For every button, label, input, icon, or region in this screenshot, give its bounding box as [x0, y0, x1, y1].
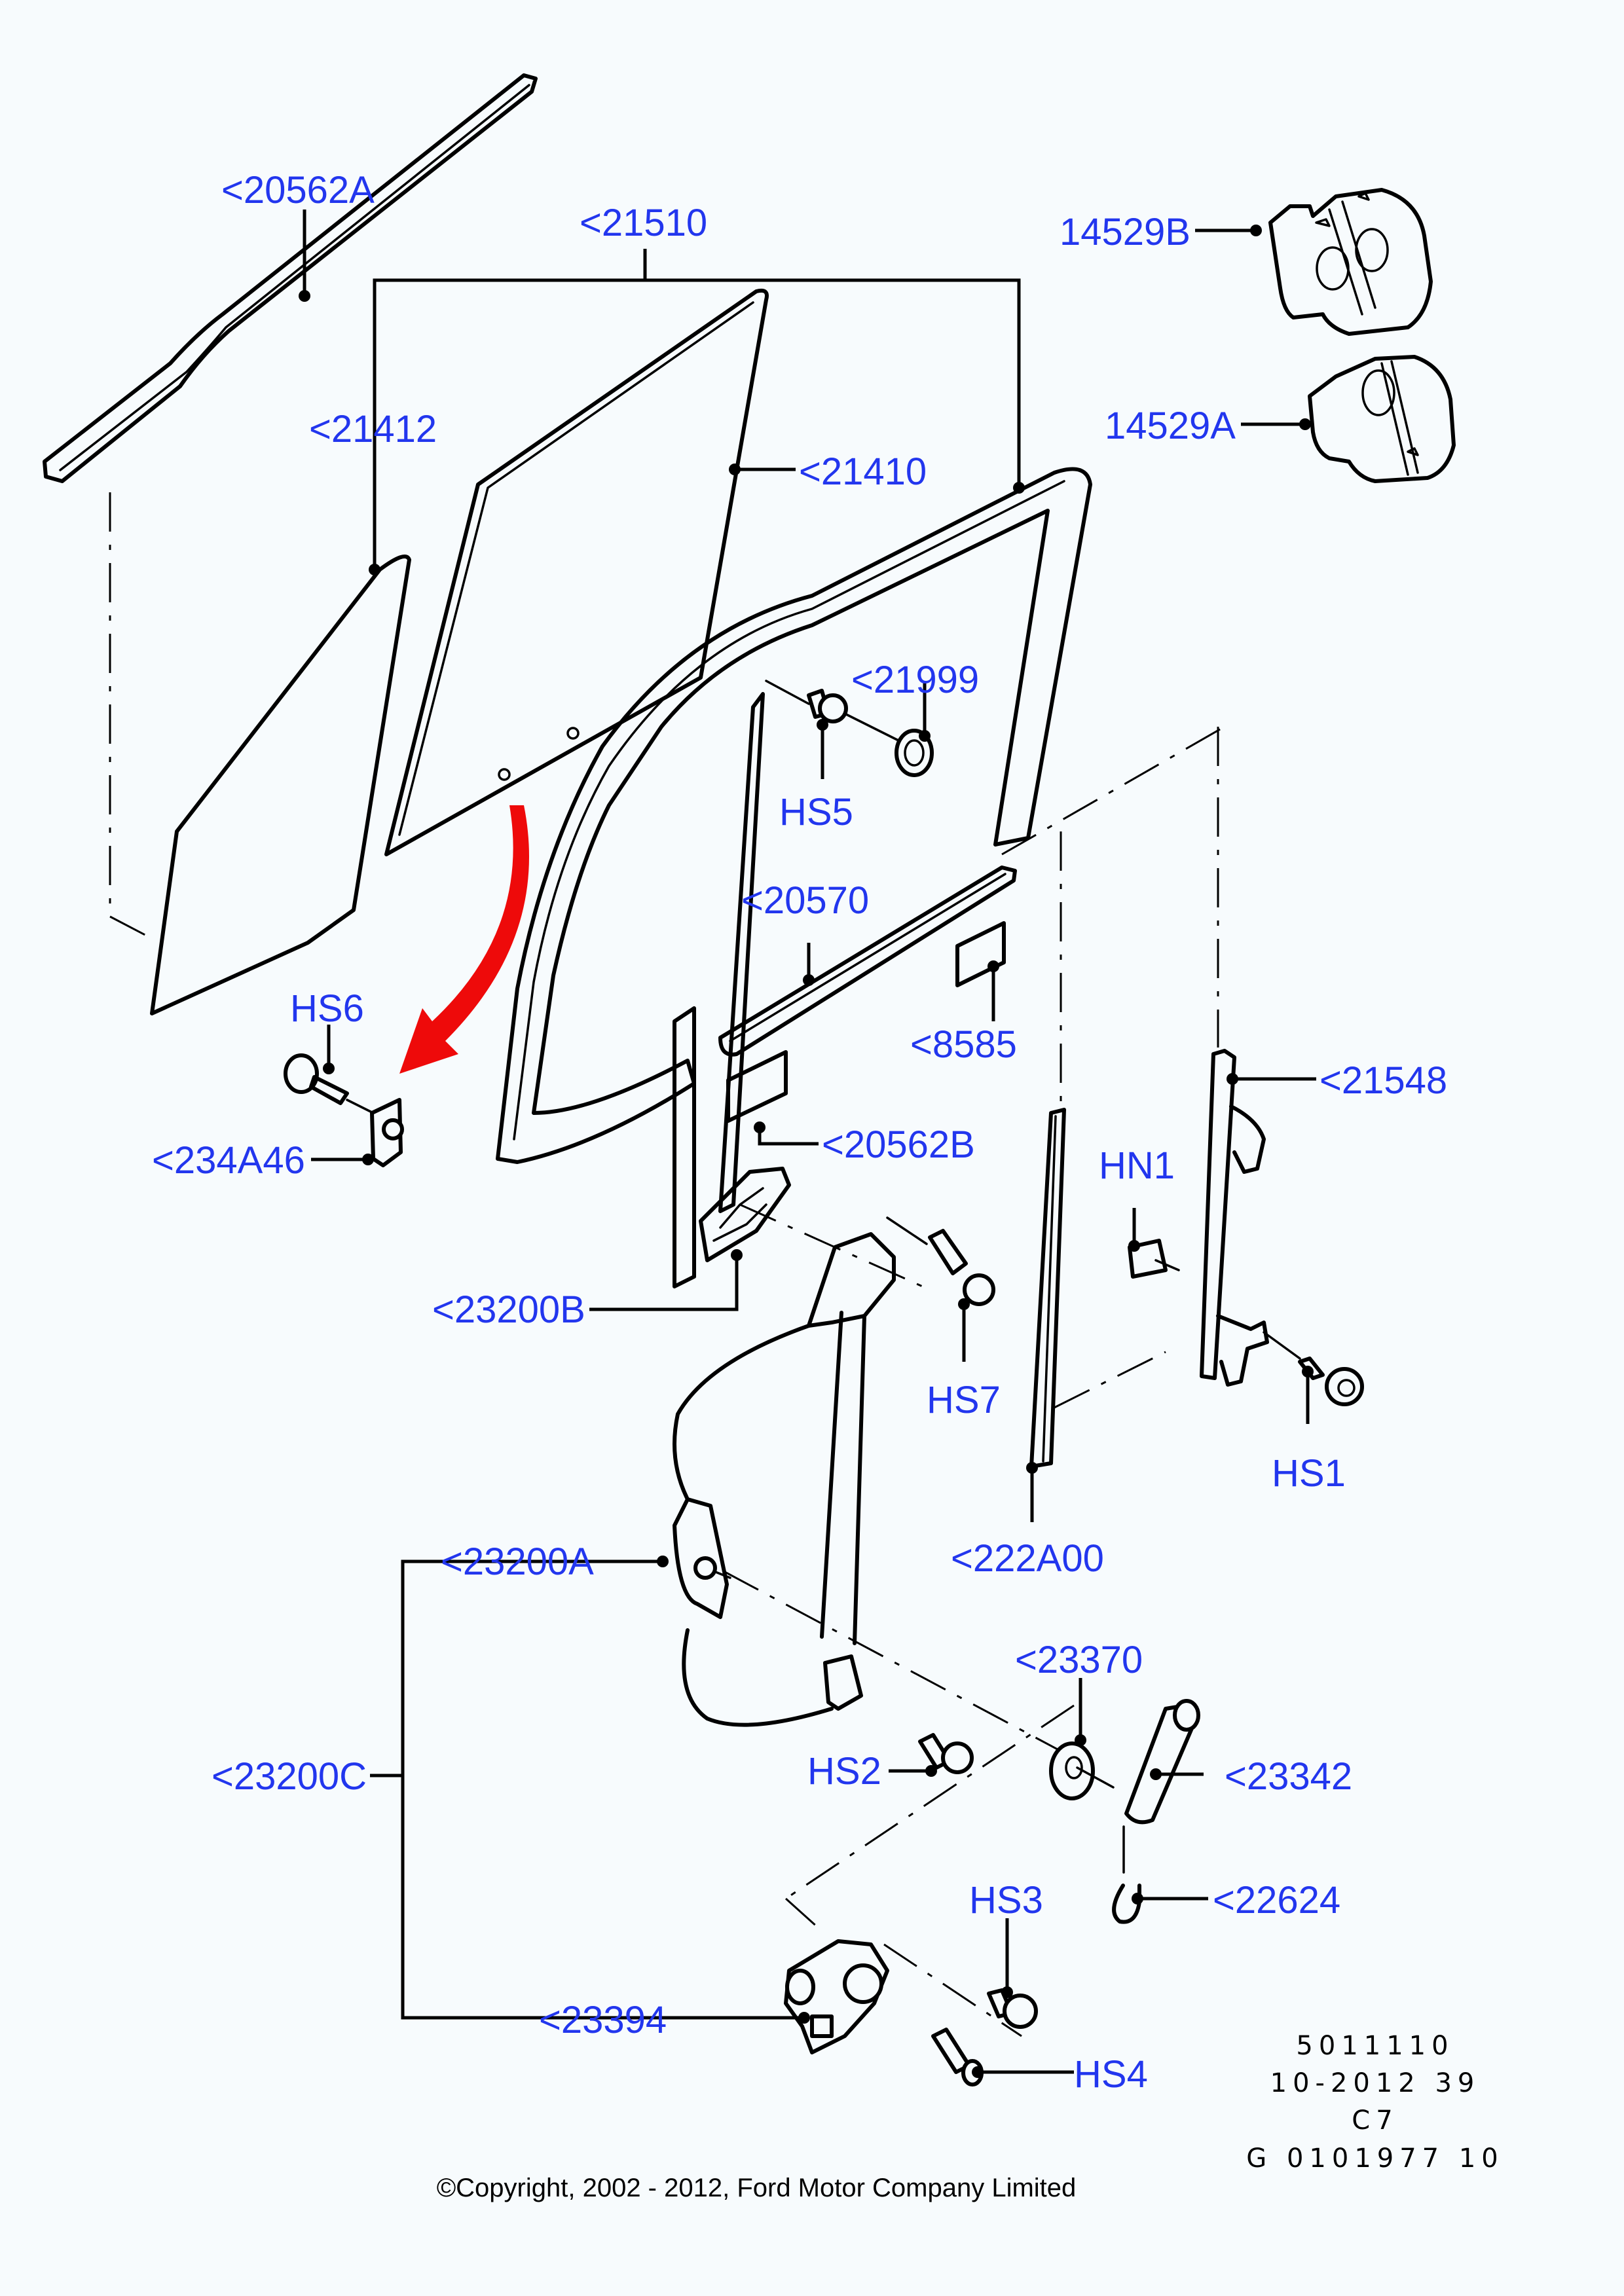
- label-23370[interactable]: <23370: [1015, 1639, 1143, 1681]
- part-8585-pad[interactable]: [955, 921, 1006, 987]
- part-20562B-pad[interactable]: [726, 1050, 788, 1123]
- part-20562A-weatherstrip[interactable]: [43, 73, 538, 483]
- label-23200C[interactable]: <23200C: [212, 1755, 367, 1798]
- ref-line-1: 5011110: [1296, 2031, 1454, 2061]
- part-21999-grommet[interactable]: [843, 712, 934, 777]
- label-8585[interactable]: <8585: [910, 1023, 1017, 1066]
- part-HS1-bolt[interactable]: [1263, 1331, 1364, 1406]
- label-21548[interactable]: <21548: [1320, 1059, 1447, 1102]
- label-21410[interactable]: <21410: [799, 450, 927, 493]
- part-14529A-switch[interactable]: [1308, 355, 1456, 483]
- ref-line-2: 10-2012 39: [1270, 2068, 1481, 2098]
- label-HS3[interactable]: HS3: [969, 1879, 1043, 1922]
- label-21412[interactable]: <21412: [309, 408, 437, 450]
- part-21548-rear-channel[interactable]: [1200, 1049, 1269, 1387]
- part-22624-clip[interactable]: [1112, 1825, 1141, 1924]
- part-21410-door-glass[interactable]: [384, 288, 769, 856]
- part-HS5-bolt[interactable]: [765, 680, 848, 723]
- label-HS6[interactable]: HS6: [290, 987, 364, 1030]
- part-234A46-clip[interactable]: [370, 1098, 404, 1167]
- label-HS7[interactable]: HS7: [927, 1379, 1001, 1421]
- ref-line-4: G 0101977 10: [1246, 2143, 1504, 2174]
- part-21412-quarter-glass[interactable]: [150, 555, 411, 1015]
- label-HS5[interactable]: HS5: [779, 791, 853, 833]
- part-23200B-clip[interactable]: [699, 1167, 791, 1262]
- label-22624[interactable]: <22624: [1213, 1879, 1340, 1922]
- label-21999[interactable]: <21999: [851, 659, 979, 701]
- part-23394-motor[interactable]: [784, 1939, 889, 2054]
- part-14529B-switch[interactable]: [1268, 188, 1433, 336]
- construction-lines: [109, 492, 1225, 2037]
- leader-lines: [299, 210, 1316, 2078]
- label-HS1[interactable]: HS1: [1272, 1452, 1346, 1495]
- part-HS7-bolt[interactable]: [886, 1216, 995, 1306]
- label-HS4[interactable]: HS4: [1074, 2053, 1148, 2096]
- part-HN1-nut[interactable]: [1128, 1239, 1180, 1279]
- label-14529A[interactable]: 14529A: [1105, 405, 1236, 447]
- label-222A00[interactable]: <222A00: [951, 1537, 1104, 1580]
- part-20570-belt-weatherstrip[interactable]: [718, 866, 1017, 1057]
- part-HS2-bolt[interactable]: [918, 1733, 974, 1774]
- part-HS6-bolt[interactable]: [284, 1053, 375, 1114]
- part-HS3-bolt[interactable]: [987, 1988, 1038, 2029]
- label-23342[interactable]: <23342: [1225, 1755, 1352, 1798]
- label-23200B[interactable]: <23200B: [432, 1288, 585, 1331]
- label-HS2[interactable]: HS2: [807, 1750, 881, 1793]
- label-23200A[interactable]: <23200A: [441, 1540, 594, 1583]
- part-23370-washer[interactable]: [1049, 1741, 1115, 1800]
- part-21510-glass-run[interactable]: [496, 467, 1092, 1288]
- label-234A46[interactable]: <234A46: [152, 1139, 305, 1182]
- copyright-text: ©Copyright, 2002 - 2012, Ford Motor Comp…: [437, 2174, 1077, 2202]
- label-20562A[interactable]: <20562A: [221, 169, 375, 211]
- label-21510[interactable]: <21510: [580, 202, 707, 244]
- label-23394[interactable]: <23394: [539, 1999, 667, 2041]
- label-20562B[interactable]: <20562B: [822, 1123, 975, 1166]
- label-20570[interactable]: <20570: [741, 879, 869, 922]
- ref-line-3: C7: [1352, 2105, 1398, 2136]
- part-222A00-run-channel[interactable]: [1029, 1108, 1066, 1468]
- red-arrow-icon: [399, 805, 529, 1074]
- part-23342-window-handle[interactable]: [1124, 1699, 1200, 1825]
- label-14529B[interactable]: 14529B: [1060, 211, 1190, 253]
- label-HN1[interactable]: HN1: [1099, 1144, 1175, 1187]
- leader-21510: [373, 249, 1025, 494]
- part-23200A-regulator[interactable]: [673, 1232, 896, 1727]
